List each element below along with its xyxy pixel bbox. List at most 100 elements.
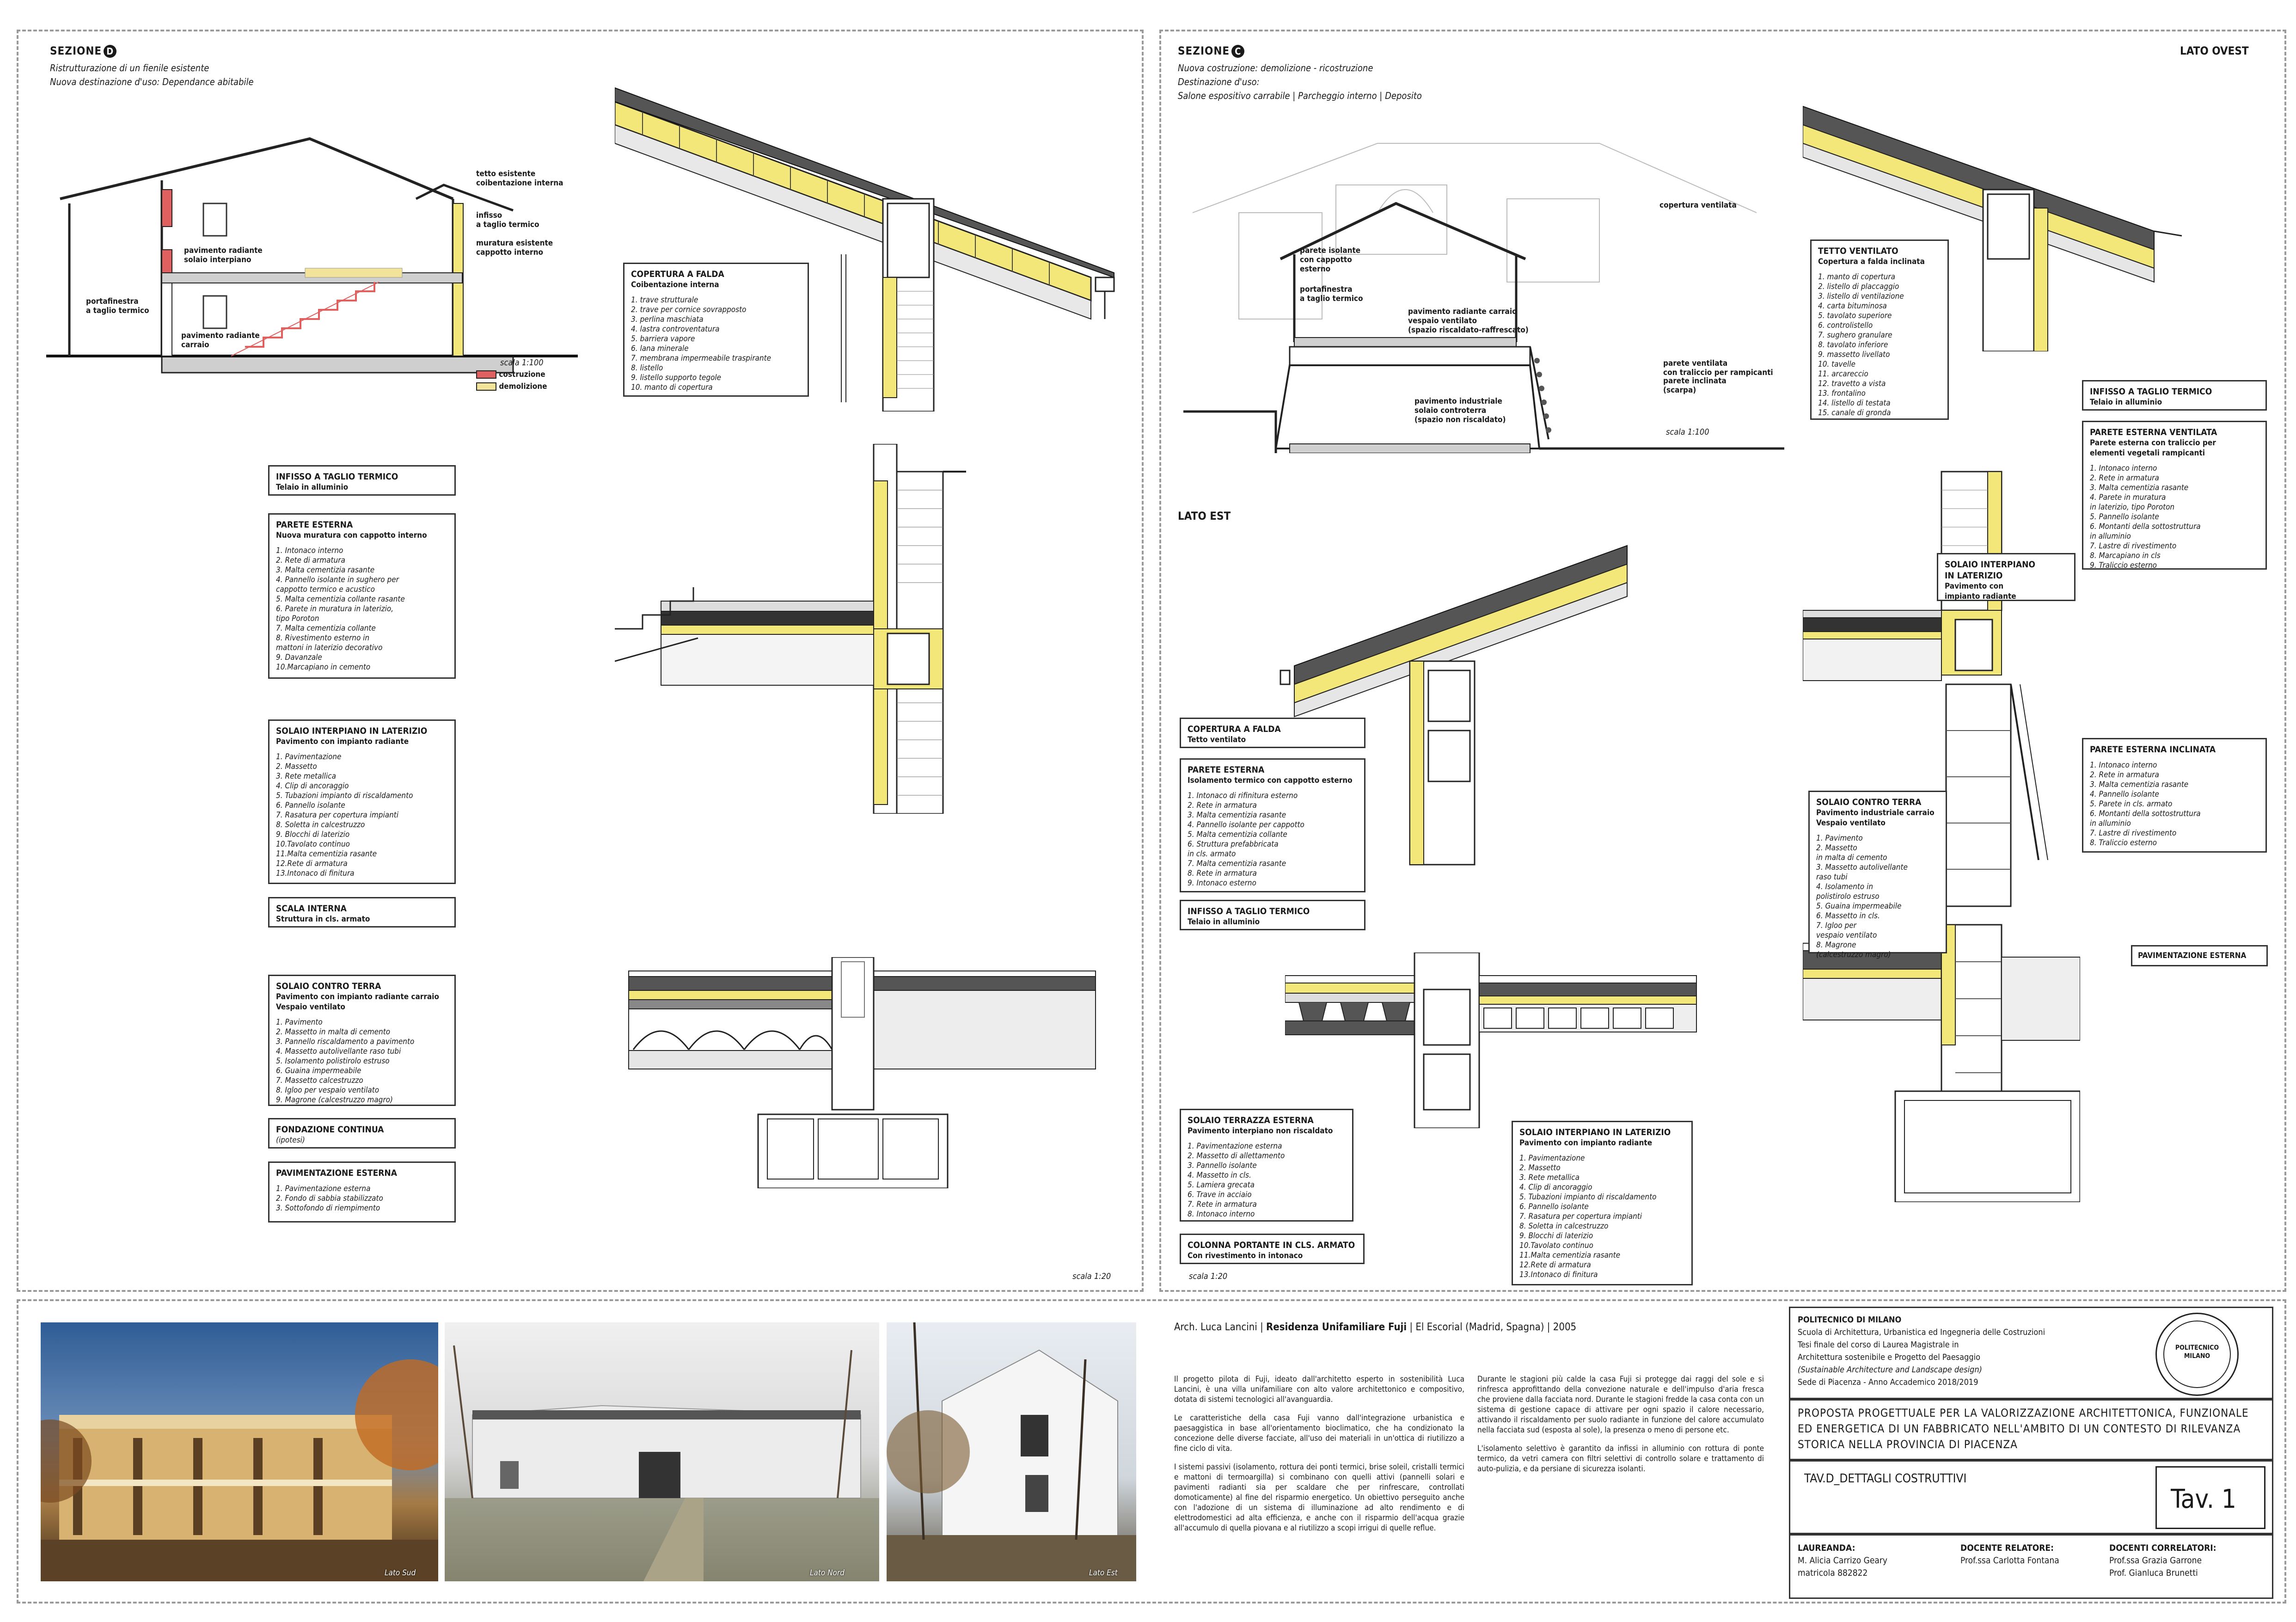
box-c-infisso-est-title: INFISSO A TAGLIO TERMICO — [1188, 906, 1310, 916]
section-c-subtitle: Nuova costruzione: demolizione - ricostr… — [1178, 61, 1422, 103]
list-item: 13.Intonaco di finitura — [1519, 1270, 1598, 1279]
label-portafinestra: portafinestra — [86, 297, 139, 306]
list-item: 2. Massetto — [1519, 1163, 1561, 1173]
project-col-2: Durante le stagioni più calde la casa Fu… — [1477, 1374, 1764, 1482]
box-d-pav-est-title: PAVIMENTAZIONE ESTERNA — [276, 1168, 397, 1178]
box-c-solaio-int-list: 1. Pavimentazione 2. Massetto 3. Rete me… — [1519, 1154, 1685, 1280]
lato-ovest-title: LATO OVEST — [2180, 44, 2249, 57]
section-d-subtitle: Ristrutturazione di un fienile esistente… — [50, 61, 254, 89]
section-d-sub1: Ristrutturazione di un fienile esistente — [50, 62, 209, 74]
box-d-scala-title: SCALA INTERNA — [276, 903, 347, 914]
title-block-people: LAUREANDA: M. Alicia Carrizo Geary matri… — [1789, 1534, 2273, 1599]
photo-lato-sud-caption: Lato Sud — [385, 1568, 416, 1578]
box-c-solaio-terrazza: SOLAIO TERRAZZA ESTERNA Pavimento interp… — [1180, 1109, 1353, 1222]
tav-number-box: Tav. 1 — [2155, 1466, 2265, 1529]
list-item: 5. tavolato superiore — [1818, 311, 1892, 320]
section-d-ground-detail — [628, 957, 1096, 1188]
list-item: 2. Fondo di sabbia stabilizzato — [276, 1194, 383, 1203]
list-item: 1. Pavimento — [276, 1018, 323, 1027]
list-item: 8. Igloo per vespaio ventilato — [276, 1086, 380, 1095]
list-item: 4. Clip di ancoraggio — [1519, 1183, 1592, 1192]
photo-lato-nord-art — [445, 1345, 879, 1581]
project-col-1: Il progetto pilota di Fuji, ideato dall'… — [1174, 1374, 1464, 1542]
list-item: 12. travetto a vista — [1818, 379, 1886, 388]
section-c-sub1: Nuova costruzione: demolizione - ricostr… — [1178, 62, 1373, 74]
box-d-solaio-int-sub: Pavimento con impianto radiante — [276, 737, 409, 746]
list-item: 9. massetto livellato — [1818, 350, 1890, 359]
list-item: 6. Pannello isolante — [1519, 1202, 1589, 1211]
project-paragraph: L'isolamento selettivo è garantito da in… — [1477, 1444, 1764, 1474]
box-d-parete-list: 1. Intonaco interno 2. Rete di armatura … — [276, 546, 448, 672]
c-label-parete-inclinata: parete inclinata(scarpa) — [1663, 376, 1727, 395]
legend-costruzione-label: costruzione — [499, 370, 545, 379]
school-line: (Sustainable Architecture and Landscape … — [1798, 1365, 1982, 1375]
project-sep-2: | — [1409, 1321, 1416, 1333]
project-sep-3: | — [1547, 1321, 1553, 1333]
list-item: 1. trave strutturale — [631, 295, 698, 305]
list-item: 1. Pavimentazione — [276, 752, 342, 762]
correlatori-name-2: Prof. Gianluca Brunetti — [2109, 1568, 2198, 1578]
box-c-solaio-lat-title: SOLAIO INTERPIANO IN LATERIZIO — [1945, 559, 2035, 581]
photo-lato-est-caption: Lato Est — [1089, 1568, 1118, 1578]
school-line: Sede di Piacenza - Anno Accademico 2018/… — [1798, 1377, 1978, 1387]
list-item: 3. Pannello riscaldamento a pavimento — [276, 1037, 415, 1046]
list-item: 9. Blocchi di laterizio — [276, 830, 350, 839]
school-line: Scuola di Architettura, Urbanistica ed I… — [1798, 1327, 2045, 1337]
list-item: 4. Pannello isolante — [2090, 790, 2159, 799]
list-item: 9. Intonaco esterno — [1188, 879, 1256, 888]
box-c-copertura-sub: Tetto ventilato — [1188, 735, 1246, 744]
list-item: 3. Malta cementizia rasante — [2090, 483, 2189, 492]
box-c-solaio-interpiano: SOLAIO INTERPIANO IN LATERIZIO Pavimento… — [1512, 1121, 1693, 1285]
box-d-infisso-title: INFISSO A TAGLIO TERMICO — [276, 472, 398, 482]
box-c-colonna: COLONNA PORTANTE IN CLS. ARMATO Con rive… — [1180, 1234, 1365, 1264]
box-c-solaio-terra-title: SOLAIO CONTRO TERRA — [1816, 797, 1922, 807]
list-item: raso tubi — [1816, 872, 1848, 882]
box-c-parete-est-sub: Isolamento termico con cappotto esterno — [1188, 776, 1353, 785]
list-item: 1. Pavimentazione esterna — [276, 1184, 371, 1193]
list-item: 6. Montanti della sottostruttura — [2090, 809, 2201, 818]
school-lines: POLITECNICO DI MILANO Scuola di Architet… — [1798, 1314, 2045, 1389]
photo-lato-sud — [41, 1322, 438, 1581]
list-item: 5. Pannello isolante — [2090, 512, 2159, 522]
label-c-traliccio: con traliccio per rampicanti — [1663, 368, 1773, 377]
list-item: 8. Rivestimento esterno in — [276, 633, 370, 643]
relatore-label: DOCENTE RELATORE: — [1960, 1543, 2054, 1553]
box-c-tetto-sub: Copertura a falda inclinata — [1818, 257, 1925, 266]
laureanda-matricola: matricola 882822 — [1798, 1568, 1868, 1578]
label-c-pav-rad: pavimento radiante carraio — [1408, 307, 1517, 316]
label-c-parete-inclinata: parete inclinata — [1663, 376, 1727, 386]
section-c-east-floor-detail — [1285, 952, 1697, 1128]
list-item: 8. Soletta in calcestruzzo — [1519, 1222, 1609, 1231]
box-d-pavimentazione-esterna: PAVIMENTAZIONE ESTERNA 1. Pavimentazione… — [268, 1161, 456, 1223]
list-item: 1. Intonaco di rifinitura esterno — [1188, 791, 1298, 800]
list-item: (calcestruzzo magro) — [1816, 950, 1891, 959]
box-c-pav-est-title: PAVIMENTAZIONE ESTERNA — [2138, 951, 2247, 960]
box-c-pav-esterna: PAVIMENTAZIONE ESTERNA — [2131, 945, 2268, 966]
list-item: 1. manto di copertura — [1818, 272, 1895, 282]
list-item: 6. Parete in muratura in laterizio, — [276, 604, 394, 614]
list-item: 10. tavelle — [1818, 360, 1855, 369]
list-item: 8. Magrone — [1816, 940, 1856, 950]
list-item: 5. Guaina impermeabile — [1816, 902, 1902, 911]
box-c-parete-est-list: 1. Intonaco di rifinitura esterno 2. Ret… — [1188, 791, 1358, 888]
project-paragraph: I sistemi passivi (isolamento, rottura d… — [1174, 1462, 1464, 1533]
correlatori-block: DOCENTI CORRELATORI: Prof.ssa Grazia Gar… — [2109, 1542, 2216, 1579]
section-c-overall-drawing — [1183, 143, 1784, 453]
laureanda-block: LAUREANDA: M. Alicia Carrizo Geary matri… — [1798, 1542, 1887, 1579]
box-d-parete-title: PARETE ESTERNA — [276, 520, 353, 530]
box-d-parete-sub: Nuova muratura con cappotto interno — [276, 531, 427, 540]
list-item: tipo Poroton — [276, 614, 319, 623]
list-item: 4. Massetto autolivellante raso tubi — [276, 1047, 401, 1056]
list-item: 2. trave per cornice sovrapposto — [631, 305, 747, 314]
lato-est-title: LATO EST — [1178, 510, 1231, 522]
list-item: 4. Pannello isolante in sughero per — [276, 575, 399, 584]
list-item: 9. Davanzale — [276, 653, 322, 662]
list-item: mattoni in laterizio decorativo — [276, 643, 383, 652]
list-item: 7. Massetto calcestruzzo — [276, 1076, 363, 1085]
list-item: cappotto termico e acustico — [276, 585, 375, 594]
box-c-infisso-est-sub: Telaio in alluminio — [1188, 917, 1260, 927]
